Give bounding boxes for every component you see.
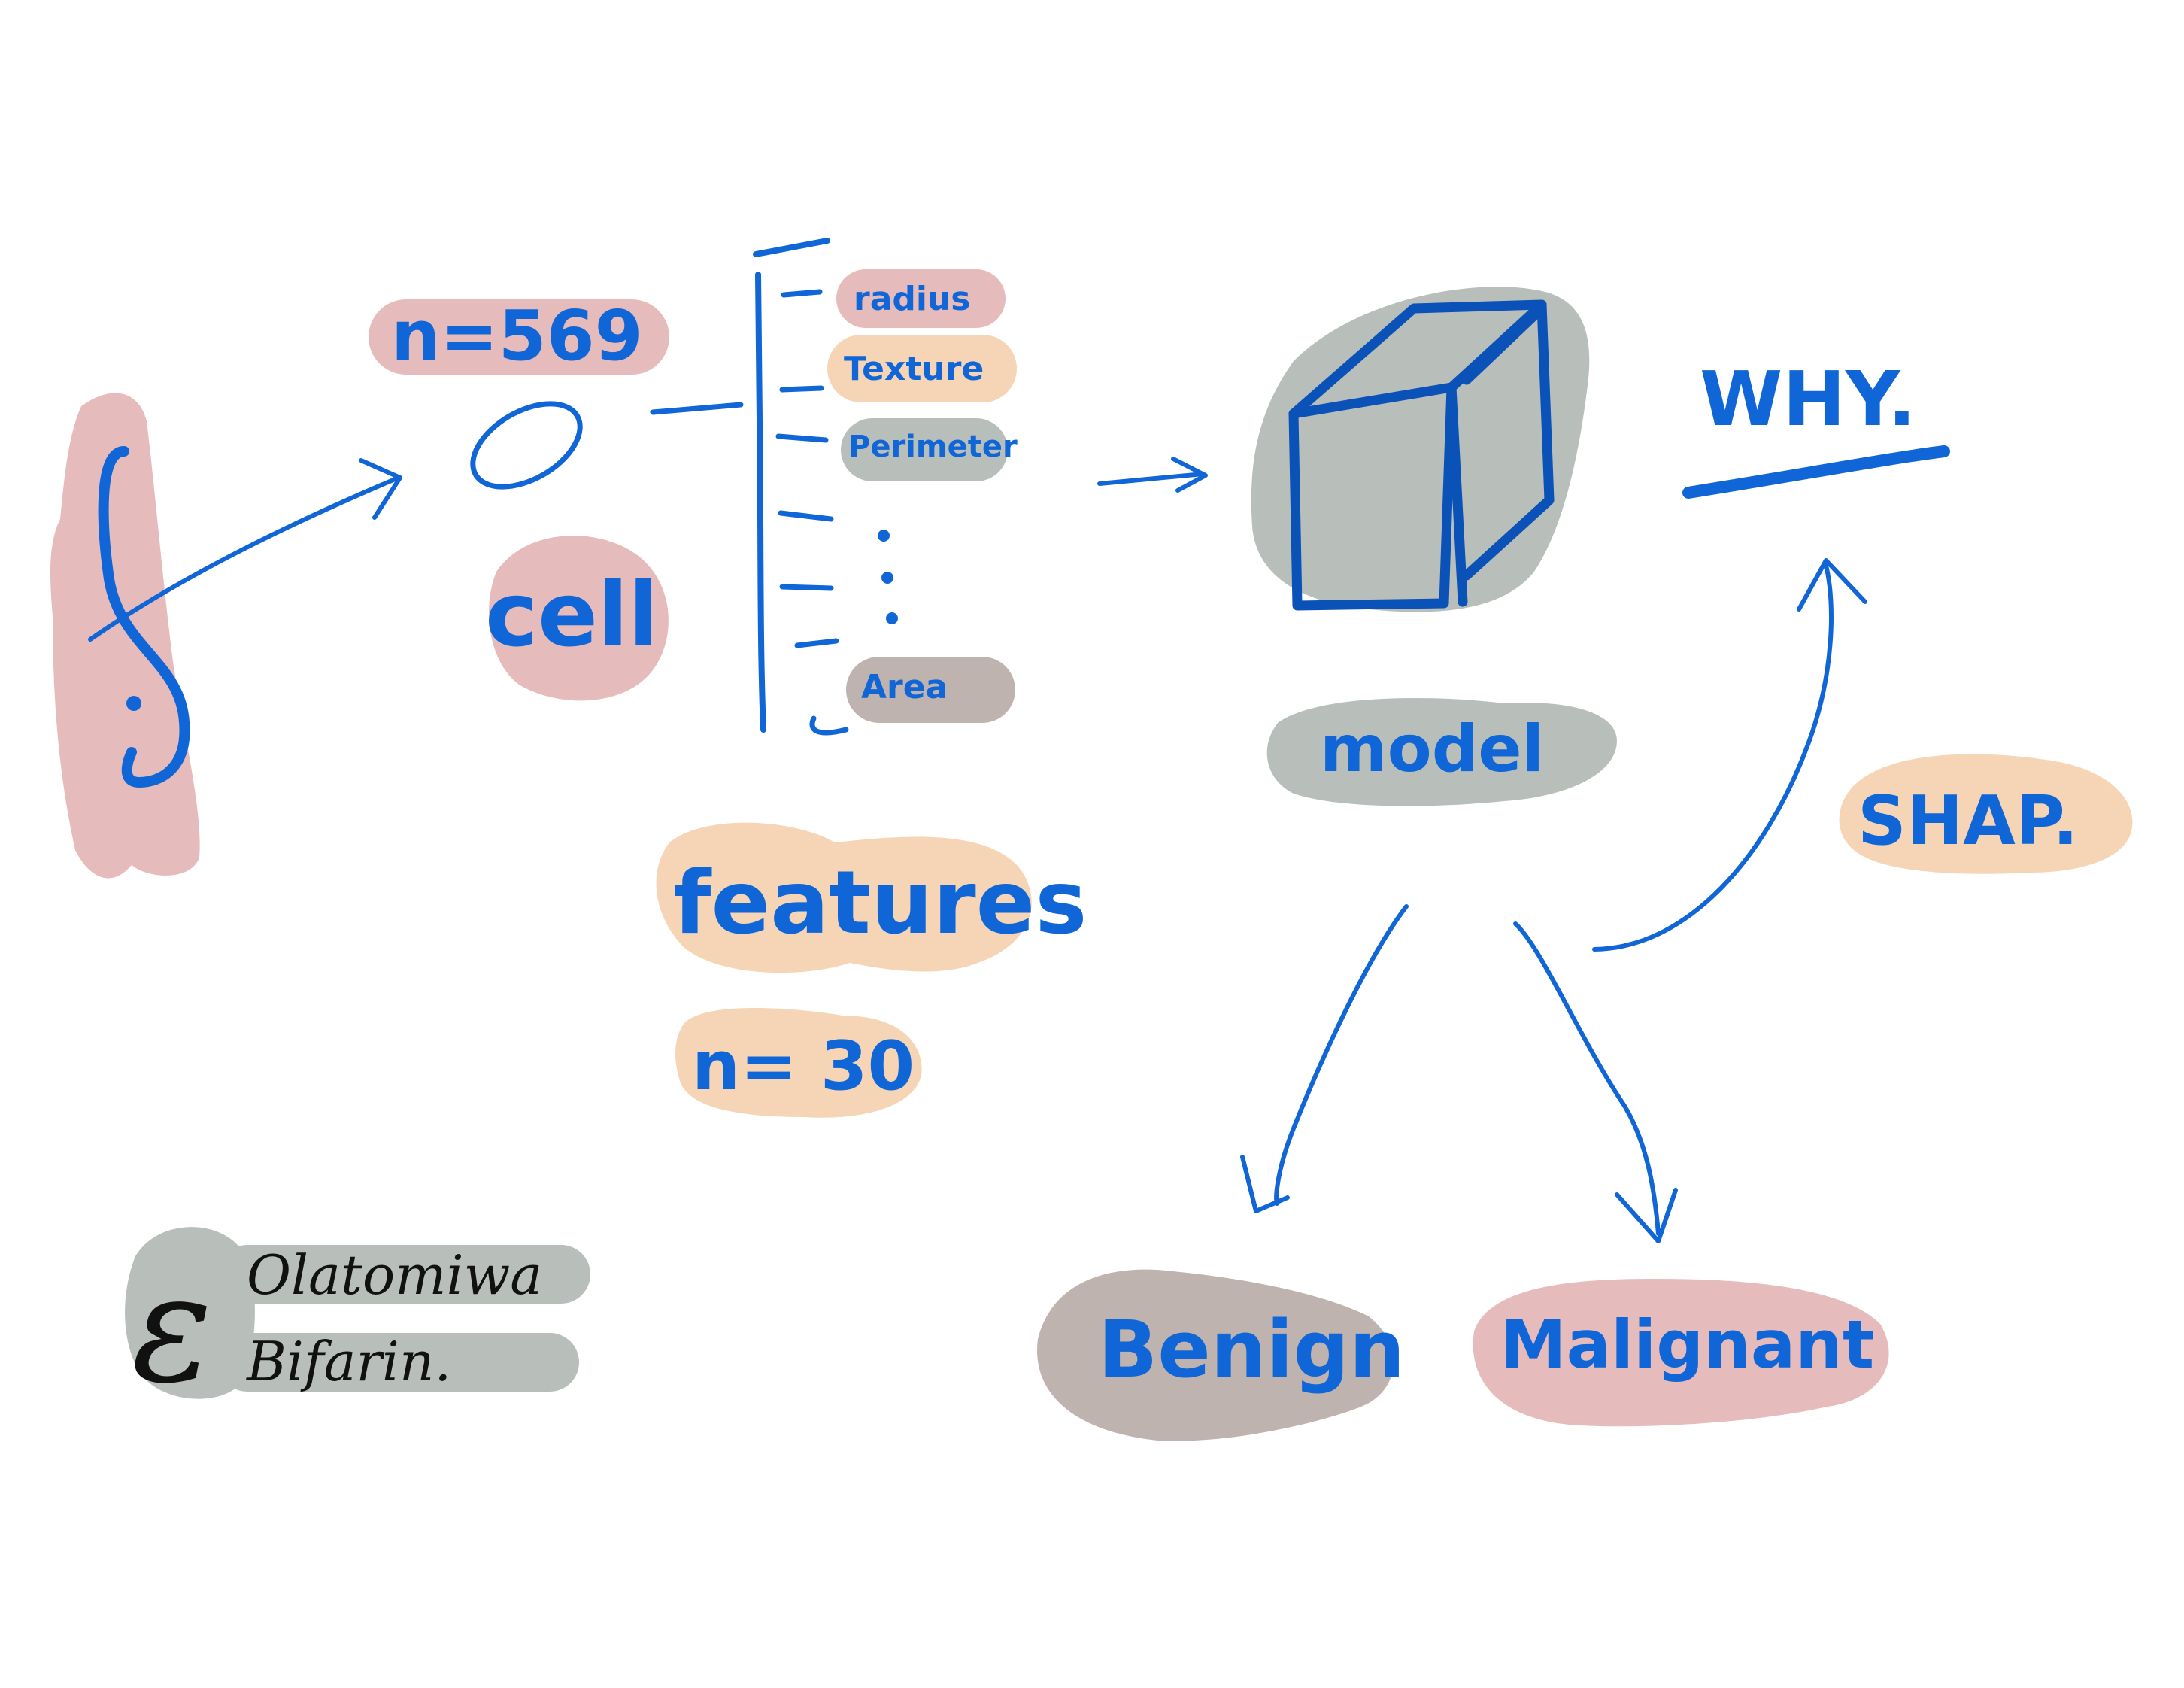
malignant-blob bbox=[1473, 1279, 1889, 1427]
cell-blob bbox=[489, 536, 669, 701]
arrow-model-to-benign bbox=[1274, 904, 1409, 1206]
signature-logo: ε bbox=[132, 1241, 212, 1416]
why-label: WHY. bbox=[1700, 355, 1916, 443]
labels: n=569 cell radius Texture Perimeter Area… bbox=[132, 280, 2078, 1416]
feature-count-label: n= 30 bbox=[692, 1027, 915, 1106]
arrow-model-to-benign-head bbox=[1240, 1155, 1290, 1213]
sample-blob bbox=[50, 393, 200, 879]
signature-line2: Bifarin. bbox=[245, 1330, 451, 1393]
arrow-features-to-model-head bbox=[1171, 457, 1208, 493]
feature-item-perimeter: Perimeter bbox=[848, 430, 1018, 464]
ellipse-icon bbox=[470, 401, 583, 490]
highlight-blobs bbox=[50, 269, 2133, 1441]
feature-radius-blob bbox=[836, 269, 1006, 328]
cube-icon bbox=[1288, 299, 1555, 611]
ellipsis-dot-2 bbox=[881, 572, 893, 584]
arrow-model-to-malignant-head bbox=[1615, 1188, 1678, 1243]
integral-icon bbox=[98, 446, 190, 788]
model-label-blob bbox=[1266, 697, 1617, 806]
arrow-shap-to-why-head bbox=[1797, 558, 1867, 612]
feature-item-texture: Texture bbox=[844, 350, 984, 388]
feature-tick-5 bbox=[779, 584, 834, 591]
ink-strokes bbox=[88, 238, 1950, 1243]
ellipsis-dot-1 bbox=[878, 530, 890, 542]
signature-line2-blob bbox=[218, 1333, 579, 1392]
feature-tick-2 bbox=[779, 385, 824, 393]
ellipsis-dot-3 bbox=[886, 612, 898, 624]
connector-cell-to-features bbox=[650, 402, 744, 415]
features-bracket bbox=[755, 272, 766, 733]
benign-blob bbox=[1037, 1269, 1394, 1441]
shap-blob bbox=[1839, 754, 2133, 874]
arrow-model-to-malignant bbox=[1513, 921, 1661, 1236]
shap-label: SHAP. bbox=[1858, 782, 2078, 861]
model-shape-blob bbox=[1251, 287, 1590, 612]
malignant-label: Malignant bbox=[1500, 1306, 1874, 1383]
features-label: features bbox=[673, 852, 1087, 954]
feature-count-blob bbox=[675, 1008, 922, 1118]
feature-item-area: Area bbox=[861, 668, 948, 706]
arrow-sample-to-cell bbox=[88, 475, 401, 642]
features-blob bbox=[656, 822, 1032, 973]
model-label: model bbox=[1320, 712, 1544, 787]
features-bracket-top bbox=[753, 238, 830, 257]
feature-tick-1 bbox=[781, 289, 823, 298]
arrow-features-to-model bbox=[1097, 472, 1206, 486]
why-underline bbox=[1682, 445, 1950, 499]
arrow-shap-to-why bbox=[1592, 563, 1834, 952]
benign-label: Benign bbox=[1098, 1304, 1405, 1395]
sample-count-blob bbox=[369, 299, 669, 375]
feature-tick-3 bbox=[775, 433, 829, 443]
feature-tick-4 bbox=[778, 510, 834, 522]
feature-perimeter-blob bbox=[841, 418, 1008, 481]
feature-area-blob bbox=[846, 657, 1015, 723]
feature-tick-6 bbox=[794, 638, 839, 648]
sample-count-label: n=569 bbox=[391, 296, 643, 376]
cell-label: cell bbox=[485, 563, 659, 666]
feature-item-radius: radius bbox=[854, 280, 970, 318]
signature-line1: Olatomiwa bbox=[247, 1243, 542, 1307]
feature-texture-blob bbox=[827, 335, 1017, 402]
arrow-sample-to-cell-head bbox=[359, 458, 402, 520]
features-bracket-bottom bbox=[809, 715, 849, 736]
signature-line1-blob bbox=[218, 1245, 590, 1304]
